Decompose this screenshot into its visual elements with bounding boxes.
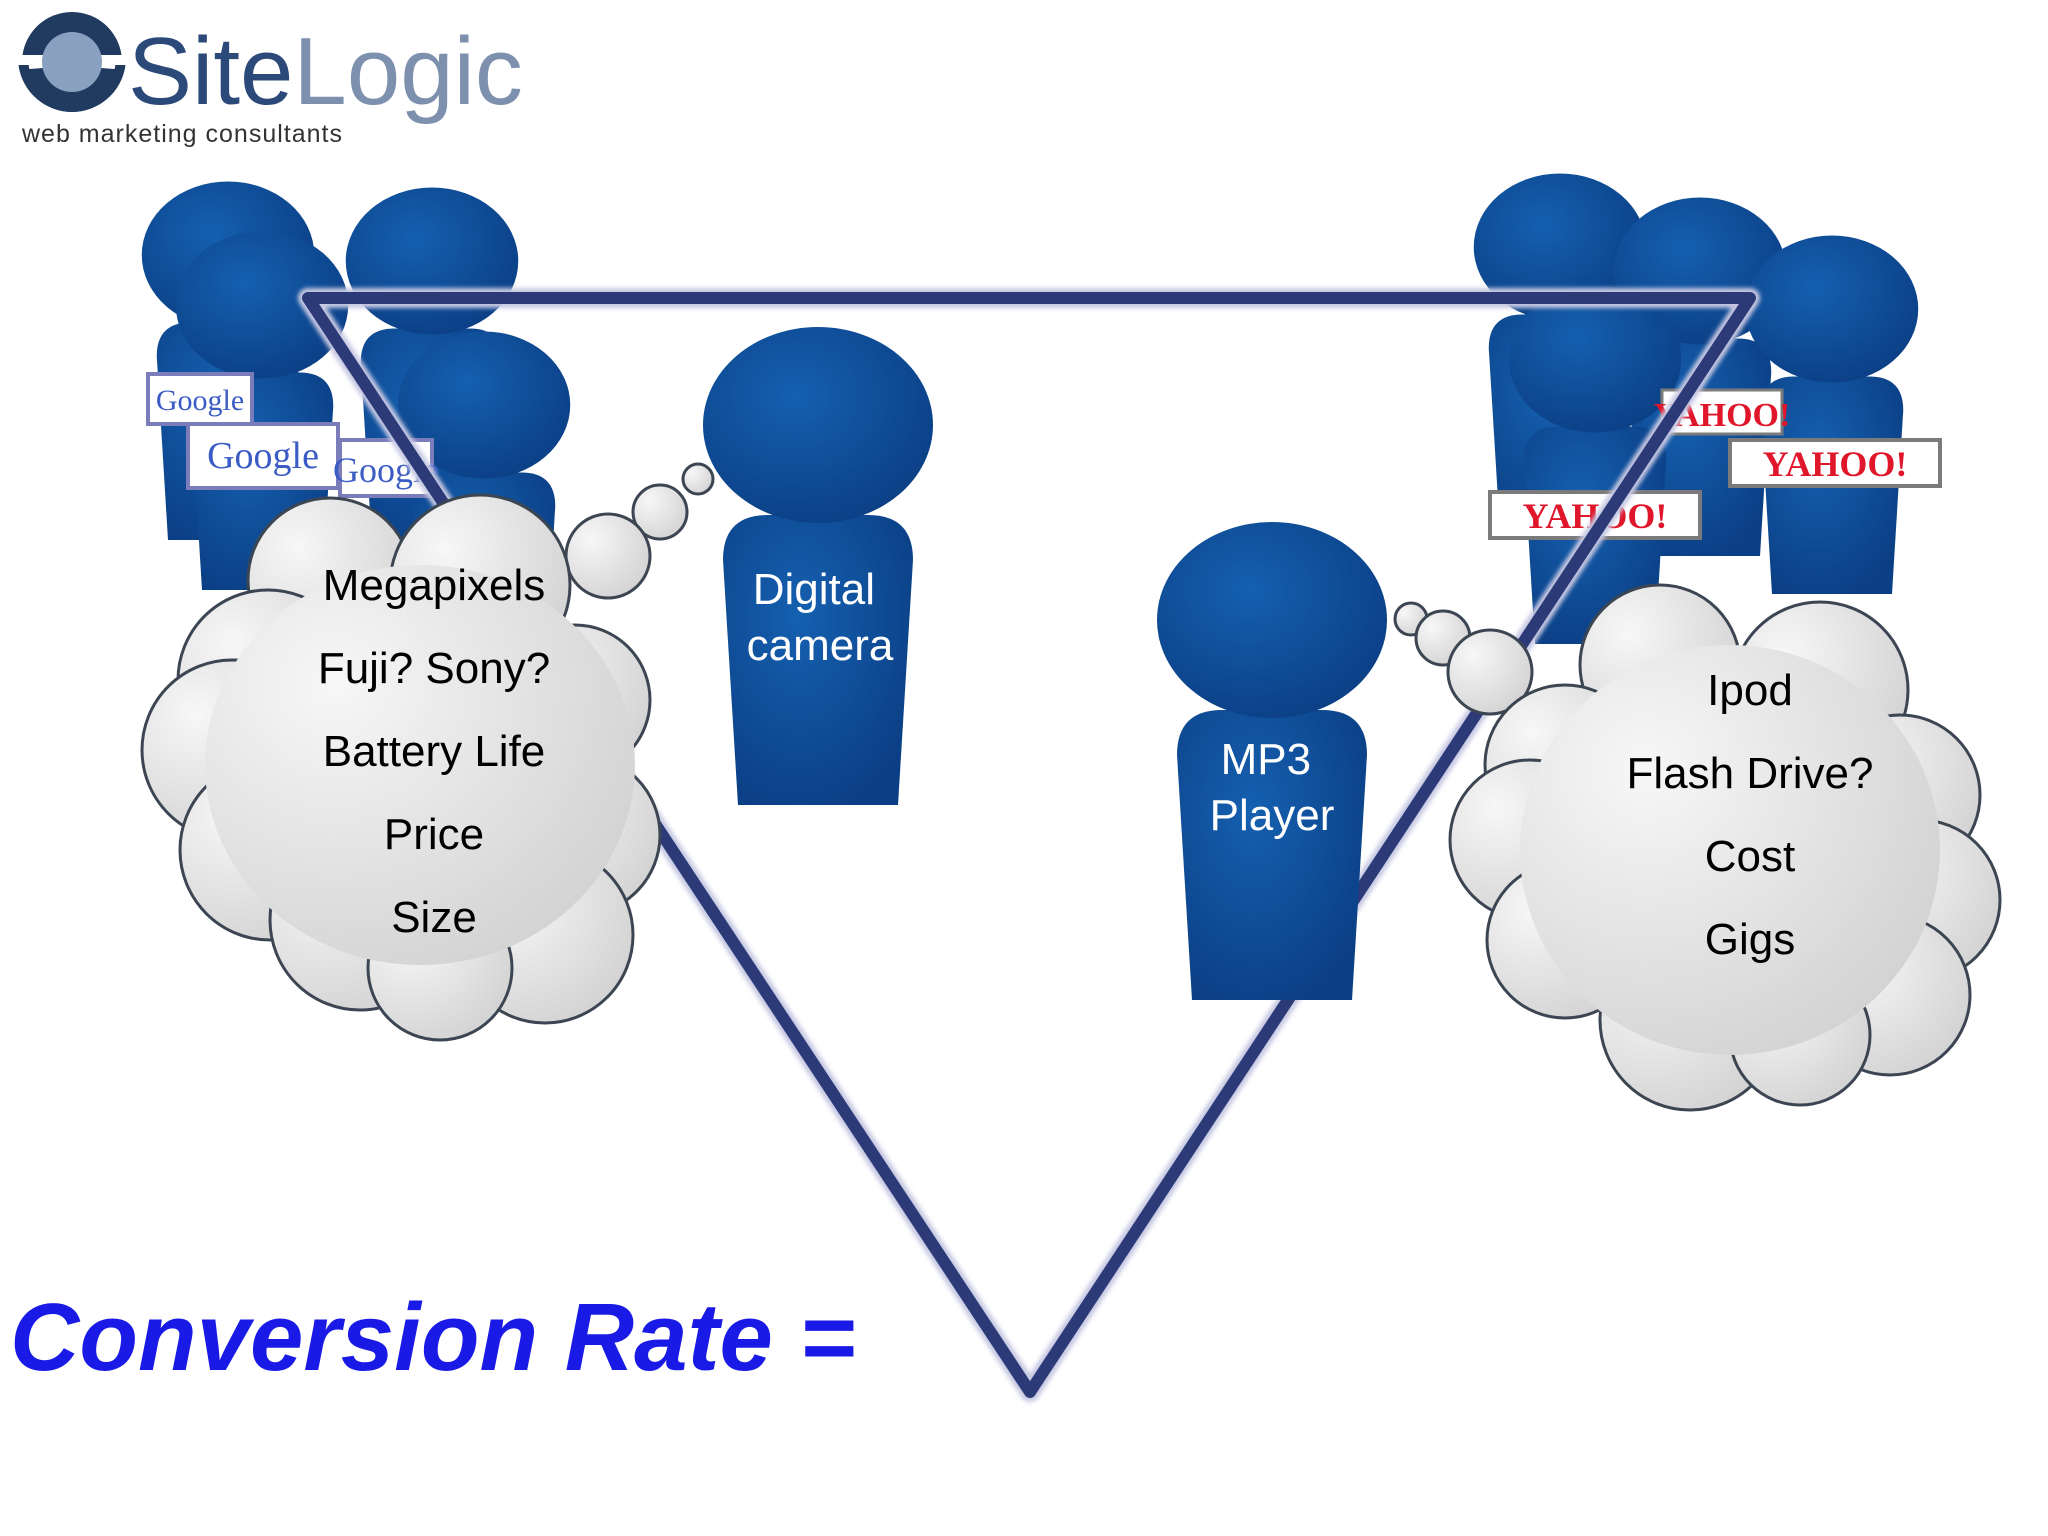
mp3-thought-cloud: Ipod Flash Drive? Cost Gigs: [1393, 583, 2002, 1112]
thought-list: Ipod Flash Drive? Cost Gigs: [1627, 666, 1874, 964]
logo-brand-logic: Logic: [293, 18, 523, 125]
thought-item: Megapixels: [323, 561, 546, 610]
logo-brand-site: Site: [128, 18, 293, 125]
cloud-shape: [140, 493, 662, 1042]
svg-text:MP3 Player: MP3 Player: [1210, 735, 1335, 840]
svg-text:Digital camera: Digital camera: [747, 565, 894, 670]
thought-bubbles: [1393, 601, 1534, 716]
thought-item: Gigs: [1705, 915, 1795, 964]
svg-text:Google: Google: [207, 435, 319, 477]
svg-text:SiteLogic: SiteLogic: [128, 18, 523, 125]
svg-text:YAHOO!: YAHOO!: [1763, 444, 1908, 484]
cloud-shape: [1448, 583, 2002, 1112]
google-badge: Google: [146, 372, 254, 426]
conversion-funnel: [298, 288, 1760, 1402]
google-badge: Google: [186, 422, 340, 490]
conversion-rate-label: Conversion Rate =: [10, 1284, 856, 1391]
mp3-player-shopper: MP3 Player: [1157, 522, 1387, 1000]
thought-list: Megapixels Fuji? Sony? Battery Life Pric…: [318, 561, 550, 942]
person-label-line1: Digital: [753, 565, 875, 614]
person-label-line1: MP3: [1221, 735, 1311, 784]
thought-item: Ipod: [1707, 666, 1793, 715]
sitelogic-logo: SiteLogic web marketing consultants: [18, 12, 523, 148]
digital-camera-shopper: Digital camera: [703, 327, 933, 805]
logo-globe-icon: [18, 12, 126, 112]
person-label-line2: camera: [747, 621, 894, 670]
thought-bubbles: [564, 462, 715, 600]
person-label-line2: Player: [1210, 791, 1335, 840]
yahoo-badge: YAHOO!: [1728, 438, 1942, 488]
thought-item: Size: [391, 893, 477, 942]
thought-item: Battery Life: [323, 727, 546, 776]
svg-text:Google: Google: [156, 384, 244, 417]
google-searchers-group: Google Google Google: [141, 181, 571, 690]
yahoo-searchers-group: YAHOO! YAHOO! YAHOO!: [1473, 173, 1942, 644]
logo-tagline: web marketing consultants: [21, 120, 343, 148]
thought-item: Fuji? Sony?: [318, 644, 550, 693]
thought-item: Price: [384, 810, 484, 859]
camera-thought-cloud: Megapixels Fuji? Sony? Battery Life Pric…: [140, 462, 715, 1042]
thought-item: Flash Drive?: [1627, 749, 1874, 798]
thought-item: Cost: [1705, 832, 1795, 881]
